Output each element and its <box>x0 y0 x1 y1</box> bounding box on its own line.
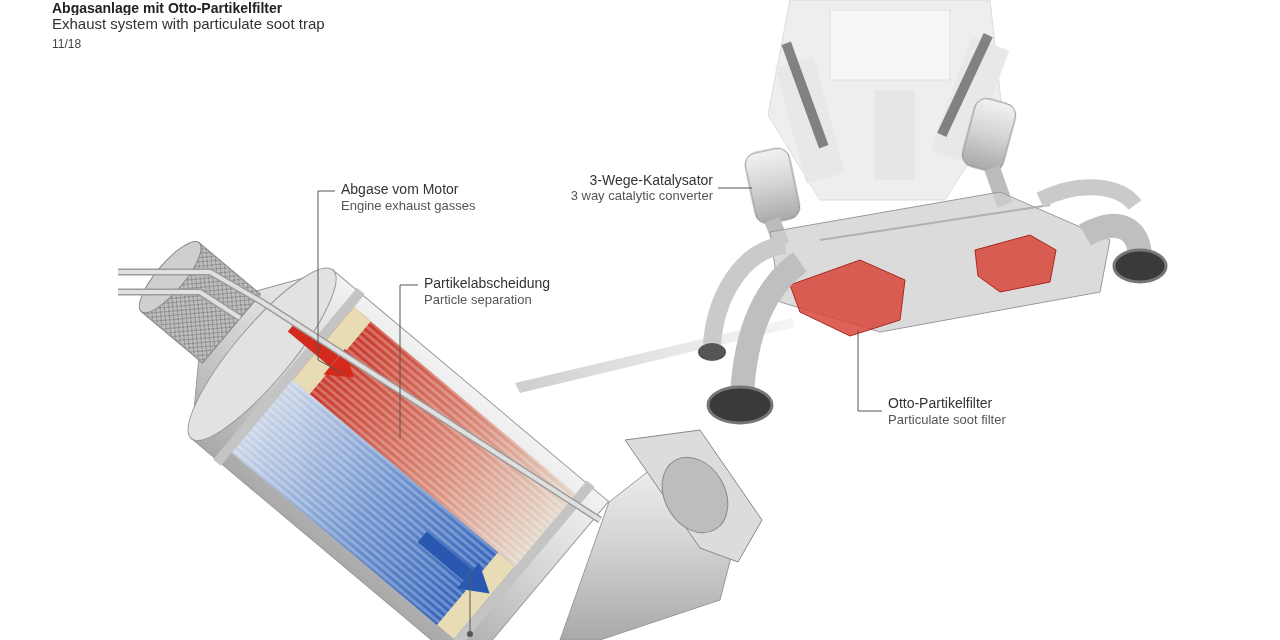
callout-label: Abgase vom Motor <box>339 181 461 198</box>
particulate-filter-red <box>790 260 905 336</box>
outlet-flange <box>649 445 741 544</box>
filter-cutaway <box>418 532 473 581</box>
sensor-tube <box>118 272 600 520</box>
engine-ghost <box>830 10 950 80</box>
callout-translation: Particle separation <box>422 292 534 308</box>
sensor-tube <box>118 292 240 318</box>
tail-pipe <box>708 387 772 423</box>
leader-line <box>400 285 418 438</box>
particulate-filter-red <box>790 235 1056 336</box>
outlet-flange <box>625 430 762 562</box>
leader-line <box>470 570 471 632</box>
sensor-tube <box>118 292 240 318</box>
exhaust-manifold <box>781 42 828 149</box>
rear-muffler <box>820 205 1050 240</box>
callout-label: Partikelabscheidung <box>422 275 552 292</box>
page-number: 11/18 <box>50 37 83 51</box>
catalytic-converter <box>960 96 1019 174</box>
filter-cutaway <box>87 182 609 640</box>
tail-pipe <box>712 245 785 345</box>
callout-translation: 3 way catalytic converter <box>569 188 715 204</box>
tail-pipe <box>1114 250 1166 282</box>
callout-translation: Engine exhaust gasses <box>339 198 477 214</box>
particulate-filter-red <box>975 235 1056 292</box>
catalytic-converter <box>743 146 802 226</box>
leader-line <box>718 188 752 189</box>
leader-line <box>858 330 882 411</box>
page-subtitle: Exhaust system with particulate soot tra… <box>50 15 327 33</box>
engine-ghost <box>768 0 1009 200</box>
filter-cutaway <box>131 234 210 321</box>
leader-dot <box>467 631 473 637</box>
tail-pipe <box>698 343 726 361</box>
leader-line <box>318 191 344 374</box>
tail-pipe <box>698 187 1166 423</box>
tail-pipe <box>742 262 800 395</box>
callout-label: 3-Wege-Katalysator <box>588 172 715 189</box>
tail-pipe <box>1040 187 1135 205</box>
sensor-tube <box>118 272 600 520</box>
outlet-flange <box>560 430 762 640</box>
callout-translation: Particulate soot filter <box>886 412 1008 428</box>
leader-line <box>318 188 882 632</box>
engine-ghost <box>875 90 915 180</box>
callout-label: Otto-Partikelfilter <box>886 395 994 412</box>
exhaust-manifold <box>781 33 992 148</box>
sensor-tube <box>118 272 600 520</box>
filter-cutaway <box>457 562 500 606</box>
